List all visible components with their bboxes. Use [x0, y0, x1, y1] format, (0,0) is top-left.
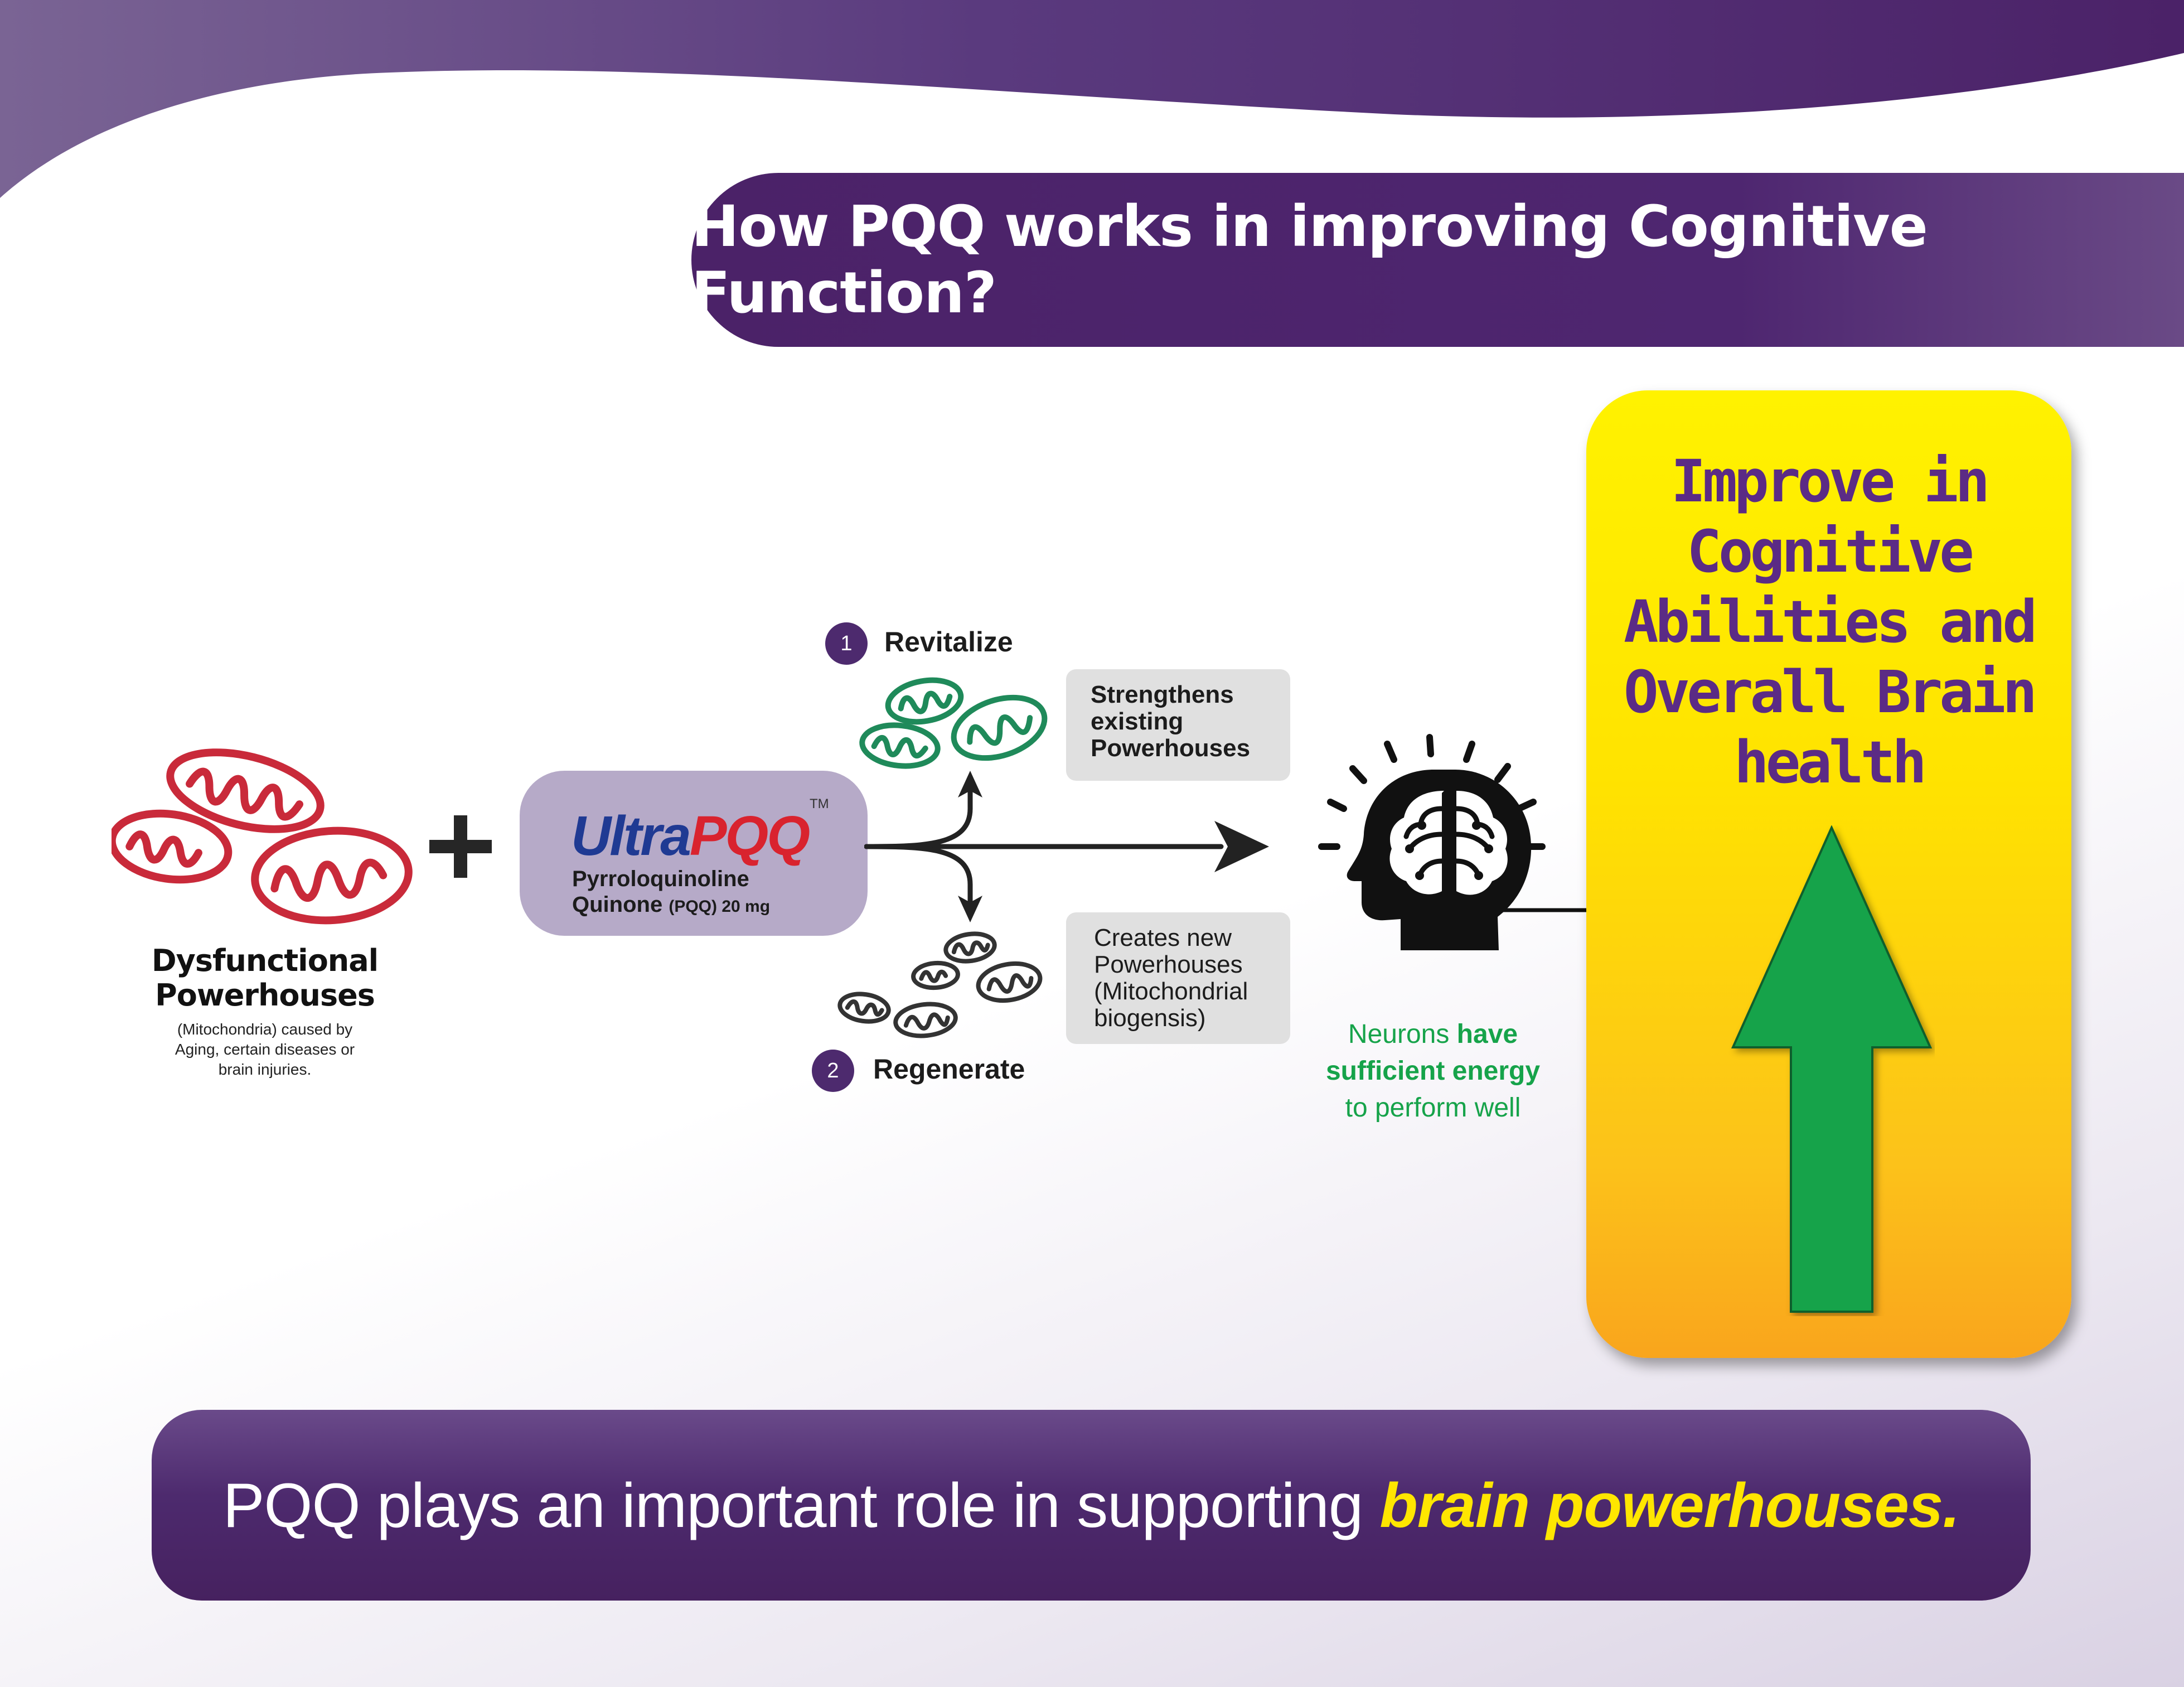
- neurons-caption-part3: to perform well: [1345, 1093, 1521, 1123]
- step-1-number: 1: [825, 622, 868, 665]
- title-banner: How PQQ works in improving Cognitive Fun…: [691, 173, 2184, 347]
- step-1-box: [1066, 669, 1290, 781]
- red-mitochondria-icon: [112, 748, 413, 925]
- up-arrow-icon: [1731, 825, 1933, 1313]
- brain-head-icon: [1318, 734, 1546, 950]
- footer-text-plain: PQQ plays an important role in supportin…: [222, 1470, 1380, 1540]
- footer-text-emphasis: brain powerhouses.: [1379, 1470, 1960, 1540]
- product-line-2-dose: (PQQ) 20 mg: [669, 897, 771, 916]
- gray-mitochondria-icon: [837, 931, 1043, 1038]
- product-line-1: Pyrroloquinoline: [572, 867, 749, 891]
- bottom-banner: PQQ plays an important role in supportin…: [152, 1410, 2031, 1601]
- step-1-description: Strengthens existing Powerhouses: [1091, 681, 1251, 762]
- brand-pqq: PQQ: [689, 805, 810, 867]
- neurons-caption-bold: have sufficient energy: [1325, 1019, 1541, 1086]
- flow-arrows: [864, 771, 1269, 922]
- step-2-description: Creates new Powerhouses (Mitochondrial b…: [1094, 925, 1248, 1032]
- product-line-2: Quinone (PQQ) 20 mg: [572, 892, 770, 917]
- ultrapqq-product-badge: [520, 771, 868, 936]
- dysfunctional-title: Dysfunctional Powerhouses: [151, 943, 379, 1013]
- neurons-caption: Neurons have sufficient energy to perfor…: [1305, 1016, 1561, 1127]
- step-2-description-text: Creates new Powerhouses (Mitochondrial b…: [1094, 924, 1248, 1032]
- step-2-box: [1066, 912, 1290, 1044]
- step-2-label: Regenerate: [873, 1053, 1025, 1085]
- brand-ultra: Ultra: [571, 805, 691, 867]
- trademark-symbol: TM: [810, 796, 829, 811]
- page-title: How PQQ works in improving Cognitive Fun…: [691, 194, 1928, 326]
- plus-icon: [429, 815, 492, 878]
- footer-text: PQQ plays an important role in supportin…: [223, 1470, 1960, 1541]
- neurons-caption-part1: Neurons: [1348, 1019, 1457, 1049]
- step-2-number: 2: [812, 1050, 854, 1092]
- step-1-label: Revitalize: [884, 626, 1013, 658]
- brand-name: UltraPQQ: [571, 804, 810, 868]
- green-mitochondria-icon: [859, 677, 1048, 769]
- product-line-2-main: Quinone: [572, 892, 663, 917]
- top-wave-banner: [0, 0, 2184, 198]
- result-title: Improve in Cognitive Abilities and Overa…: [1624, 447, 2037, 796]
- dysfunctional-subtitle: (Mitochondria) caused by Aging, certain …: [175, 1021, 355, 1078]
